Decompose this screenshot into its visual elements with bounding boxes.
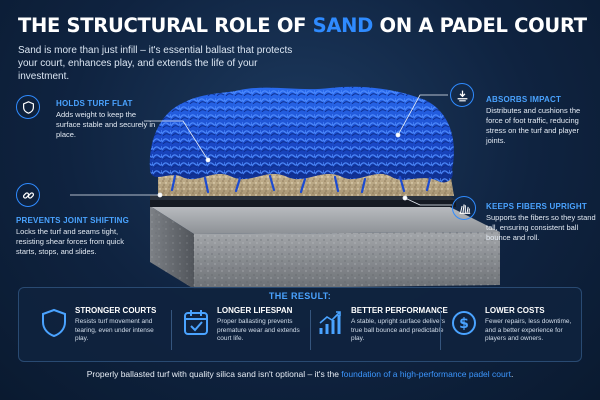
callout-text: Locks the turf and seams tight, resistin… [16,227,124,256]
result-item-text: Resists turf movement and tearing, even … [75,318,154,342]
result-item-text: Fewer repairs, less downtime, and a bett… [485,318,572,342]
link-icon [16,183,40,207]
result-item-title: BETTER PERFORMANCE [351,306,448,315]
turf-fibers [149,86,454,183]
result-item-lower-costs: $ LOWER COSTS Fewer repairs, less downti… [451,306,577,358]
result-item-title: LONGER LIFESPAN [217,306,293,315]
page-subtitle: Sand is more than just infill – it's ess… [18,45,293,82]
result-item-better-performance: BETTER PERFORMANCE A stable, upright sur… [317,306,448,358]
result-item-text: A stable, upright surface delivers true … [351,318,445,342]
footer-link[interactable]: foundation of a high-performance padel c… [341,369,511,379]
svg-text:$: $ [459,316,469,332]
result-item-title: LOWER COSTS [485,306,545,315]
divider [171,310,172,350]
grass-icon [452,196,476,220]
result-item-stronger-courts: STRONGER COURTS Resists turf movement an… [41,306,156,358]
calendar-icon [184,310,208,335]
callout-title: PREVENTS JOINT SHIFTING [16,216,130,225]
callout-title: KEEPS FIBERS UPRIGHT [486,202,587,211]
turf-backing [150,195,456,207]
divider [440,310,441,350]
concrete-side [150,206,194,289]
title-rest: ON A PADEL COURT [373,14,588,37]
title-accent: SAND [312,14,374,37]
result-item-text: Proper ballasting prevents premature wea… [217,318,300,342]
result-item-longer-lifespan: LONGER LIFESPAN Proper ballasting preven… [183,306,303,358]
page-title: THE STRUCTURAL ROLE OF SAND ON A PADEL C… [18,14,587,37]
sand-infill [158,160,454,196]
shield-icon [42,308,66,338]
callout-text: Adds weight to keep the surface stable a… [56,110,156,139]
dollar-coin-icon: $ [452,311,476,335]
shield-icon [16,95,40,119]
callout-text: Distributes and cushions the force of fo… [486,106,581,145]
result-title: THE RESULT: [268,291,332,301]
callout-text: Supports the fibers so they stand tall, … [486,213,596,242]
callout-title: ABSORBS IMPACT [486,95,562,104]
result-panel: THE RESULT: STRONGER COURTS Resists turf… [18,287,582,362]
callout-title: HOLDS TURF FLAT [56,99,133,108]
concrete-front [194,232,500,289]
footer-note: Properly ballasted turf with quality sil… [86,369,514,379]
divider [310,310,311,350]
growth-chart-icon [319,311,341,334]
title-main: THE STRUCTURAL ROLE OF [18,14,313,37]
concrete-top [150,206,500,234]
result-item-title: STRONGER COURTS [75,306,157,315]
impact-icon [450,83,474,107]
